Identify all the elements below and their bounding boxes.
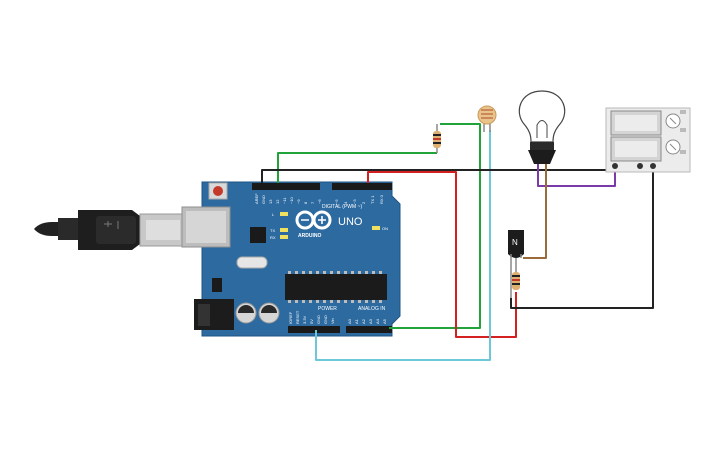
chip-pin — [379, 300, 382, 303]
wire-cyan-1[interactable] — [315, 130, 491, 361]
chip-pin — [309, 271, 312, 274]
digital-header-right[interactable] — [332, 183, 392, 190]
power-pin-label: GND — [316, 315, 321, 324]
arduino-logo-icon — [295, 210, 332, 230]
wire-red-1[interactable] — [367, 171, 517, 338]
chip-pin — [365, 271, 368, 274]
digital-pin-label: AREF — [254, 193, 259, 204]
chip-pin — [302, 271, 305, 274]
digital-pin-label: 8 — [303, 201, 308, 204]
digital-pin-label: RX 0 — [379, 194, 384, 204]
chip-pin — [295, 271, 298, 274]
tx-led-label: TX — [270, 228, 275, 233]
chip-pin — [288, 271, 291, 274]
chip-pin — [358, 271, 361, 274]
chip-pin — [379, 271, 382, 274]
analog-pin-label: A1 — [354, 318, 359, 324]
chip-pin — [330, 271, 333, 274]
digital-pin-label: 7 — [310, 201, 315, 204]
analog-pin-label: A3 — [368, 318, 373, 324]
wire-brown-1[interactable] — [523, 160, 547, 259]
chip-pin — [316, 300, 319, 303]
chip-pin — [288, 300, 291, 303]
power-pin-label: RESET — [295, 310, 300, 324]
wire-purple-1[interactable] — [537, 160, 616, 187]
chip-pin — [358, 300, 361, 303]
chip-pin — [344, 271, 347, 274]
board-brand-label: ARDUINO — [298, 233, 321, 239]
digital-pin-label: ~3 — [352, 199, 357, 204]
digital-pin-label: ~11 — [282, 197, 287, 204]
digital-header-left[interactable] — [252, 183, 320, 190]
digital-header-label: DIGITAL (PWM ~) — [322, 204, 362, 210]
digital-pin-label: GND — [261, 195, 266, 204]
chip-pin — [351, 300, 354, 303]
chip-pin — [372, 271, 375, 274]
chip-pin — [309, 300, 312, 303]
usb-cable-icon[interactable] — [34, 210, 185, 250]
power-pin-label: 3.3V — [302, 315, 307, 324]
photoresistor-icon[interactable] — [477, 105, 497, 132]
chip-pin — [372, 300, 375, 303]
wire-green-2[interactable] — [389, 123, 481, 329]
transistor-icon[interactable]: N — [508, 230, 524, 298]
chip-pin — [365, 300, 368, 303]
analog-pin-label: A5 — [382, 318, 387, 324]
transistor-label: N — [512, 238, 518, 247]
digital-pin-label: ~5 — [334, 199, 339, 204]
analog-header-label: ANALOG IN — [358, 306, 386, 312]
chip-pin — [337, 271, 340, 274]
power-pin-label: IOREF — [288, 311, 293, 324]
rx-led-label: RX — [270, 235, 276, 240]
resistor-icon[interactable] — [512, 272, 520, 290]
analog-pin-label: A0 — [347, 318, 352, 324]
on-led-label: ON — [382, 226, 388, 231]
wire-green-1[interactable] — [277, 152, 437, 183]
power-header-label: POWER — [318, 306, 337, 312]
chip-pin — [323, 271, 326, 274]
power-pin-label: GND — [323, 315, 328, 324]
relay-module-icon[interactable] — [605, 107, 691, 173]
analog-pin-label: A2 — [361, 318, 366, 324]
digital-pin-label: 4 — [343, 201, 348, 204]
chip-pin — [351, 271, 354, 274]
l-led-label: L — [272, 212, 275, 217]
digital-pin-label: ~6 — [317, 199, 322, 204]
digital-pin-label: TX 1 — [370, 195, 375, 204]
reset-button-icon[interactable] — [208, 182, 228, 200]
chip-pin — [330, 300, 333, 303]
chip-pin — [344, 300, 347, 303]
chip-pin — [316, 271, 319, 274]
wires[interactable] — [261, 123, 654, 361]
analog-header[interactable] — [346, 326, 392, 333]
power-header[interactable] — [288, 326, 340, 333]
digital-pin-label: ~10 — [289, 196, 294, 204]
digital-pin-label: 12 — [275, 199, 280, 204]
chip-pin — [337, 300, 340, 303]
light-bulb-icon[interactable] — [518, 90, 566, 164]
chip-pin — [302, 300, 305, 303]
analog-pin-label: A4 — [375, 318, 380, 324]
board-model-label: UNO — [338, 216, 363, 228]
digital-pin-label: 2 — [361, 201, 366, 204]
digital-pin-label: 13 — [268, 199, 273, 204]
power-pin-label: Vin — [330, 318, 335, 324]
chip-pin — [295, 300, 298, 303]
power-pin-label: 5V — [309, 319, 314, 324]
digital-pin-label: ~9 — [296, 199, 301, 204]
resistor-icon[interactable] — [433, 124, 441, 153]
wire-black-2[interactable] — [510, 163, 654, 309]
chip-pin — [323, 300, 326, 303]
